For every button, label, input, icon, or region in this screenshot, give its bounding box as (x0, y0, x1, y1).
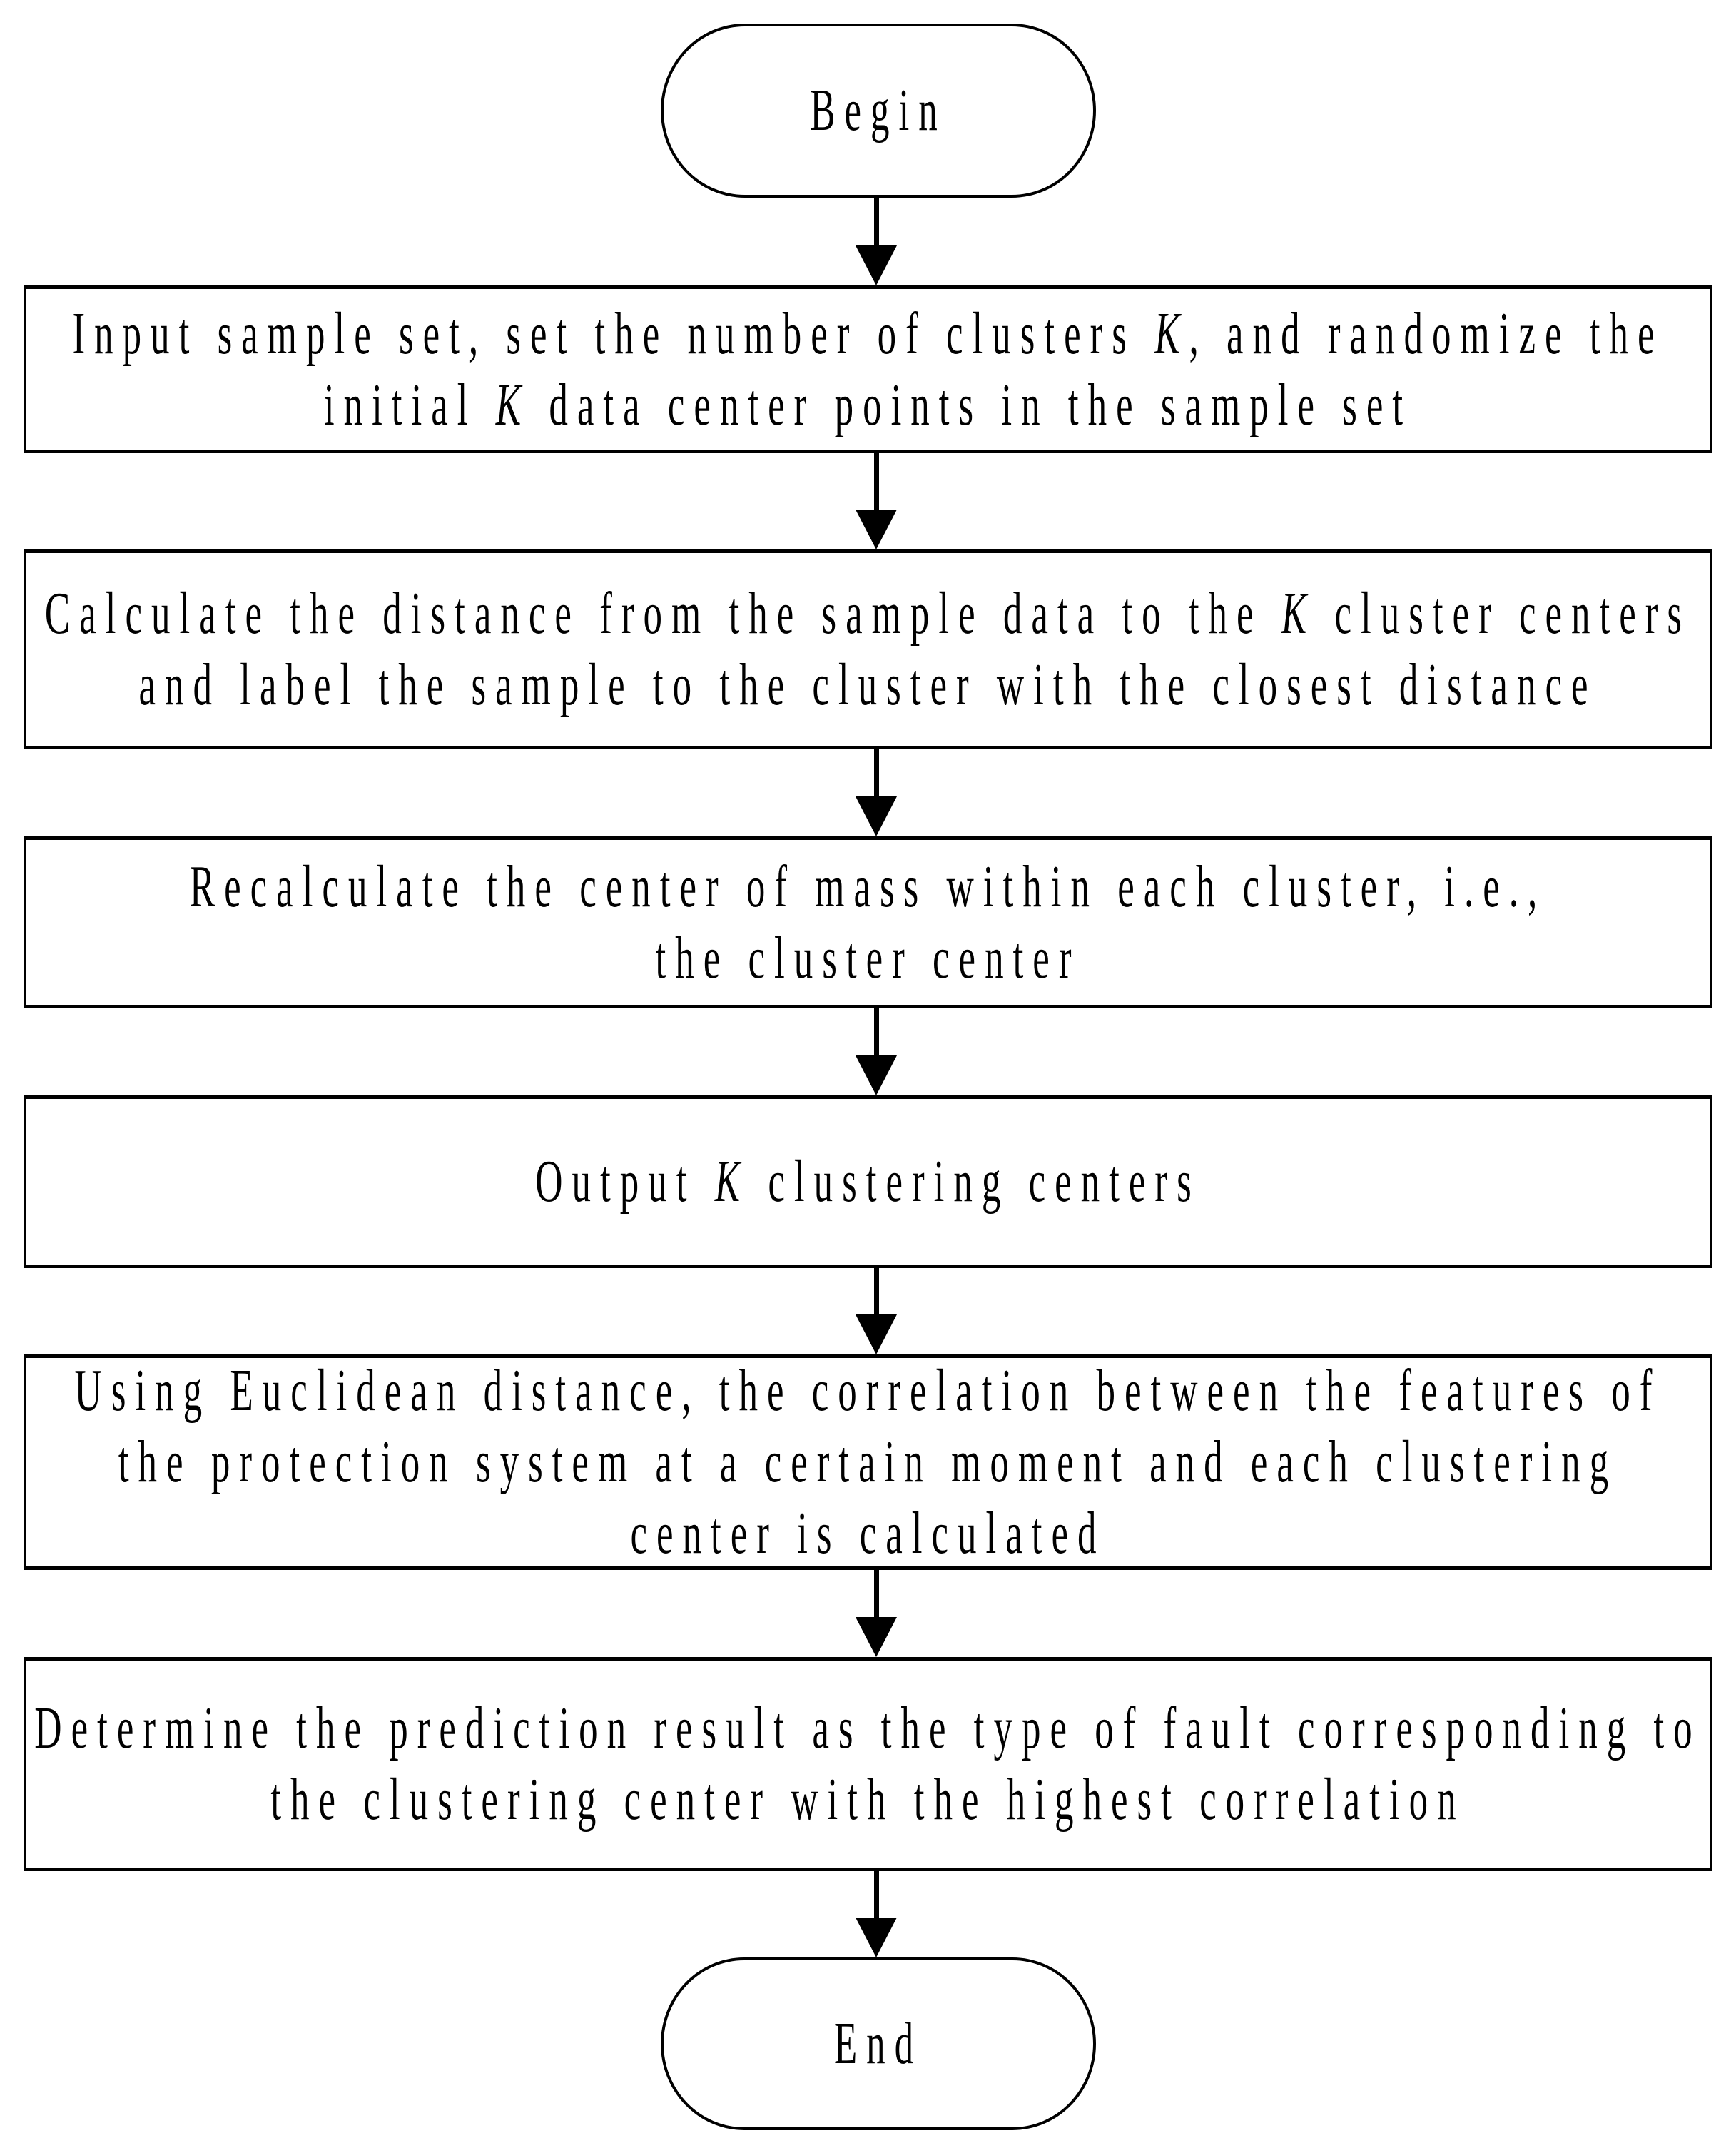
flow-text-line: the clustering center with the highest c… (270, 1767, 1466, 1833)
arrow-stem (873, 1570, 879, 1617)
flow-text-line: Using Euclidean distance, the correlatio… (74, 1358, 1662, 1424)
arrow-stem (873, 1008, 879, 1055)
flow-arrow-down (856, 198, 897, 285)
flow-arrow-down (856, 1008, 897, 1095)
flow-node-end-label: End (833, 2011, 923, 2077)
flow-node-begin-label: Begin (810, 78, 947, 143)
arrow-stem (873, 1871, 879, 1918)
flow-text-line: Output K clustering centers (535, 1149, 1201, 1215)
flow-text-line: the protection system at a certain momen… (118, 1429, 1618, 1495)
arrow-head-icon (856, 1055, 897, 1095)
arrow-head-icon (856, 1314, 897, 1354)
arrow-stem (873, 1268, 879, 1314)
arrow-head-icon (856, 245, 897, 285)
flow-arrow-down (856, 1268, 897, 1354)
flow-arrow-down (856, 1871, 897, 1957)
arrow-stem (873, 453, 879, 510)
flow-arrow-down (856, 1570, 897, 1657)
flow-text-line: the cluster center (655, 925, 1081, 991)
flow-text-line: Calculate the distance from the sample d… (44, 581, 1692, 647)
flow-text-line: Determine the prediction result as the t… (34, 1696, 1702, 1761)
flow-text-line: Recalculate the center of mass within ea… (189, 853, 1547, 920)
flow-arrow-down (856, 453, 897, 549)
flow-text-line: Input sample set, set the number of clus… (72, 300, 1664, 367)
flow-text-line: initial K data center points in the samp… (323, 372, 1413, 438)
flow-node-determine-prediction: Determine the prediction result as the t… (24, 1657, 1712, 1871)
flow-node-euclidean-correlation: Using Euclidean distance, the correlatio… (24, 1354, 1712, 1570)
flow-text-line: and label the sample to the cluster with… (138, 652, 1598, 718)
flow-node-recalculate-center: Recalculate the center of mass within ea… (24, 836, 1712, 1008)
arrow-stem (873, 749, 879, 796)
flow-node-input-sample-set: Input sample set, set the number of clus… (24, 285, 1712, 453)
arrow-head-icon (856, 510, 897, 549)
flow-node-begin: Begin (661, 24, 1096, 198)
flow-text-line: center is calculated (630, 1501, 1106, 1566)
arrow-stem (873, 198, 879, 245)
arrow-head-icon (856, 1918, 897, 1957)
arrow-head-icon (856, 1617, 897, 1657)
flow-node-end: End (661, 1957, 1096, 2130)
flow-node-output-centers: Output K clustering centers (24, 1095, 1712, 1268)
arrow-head-icon (856, 796, 897, 836)
flow-node-calculate-distance: Calculate the distance from the sample d… (24, 549, 1712, 749)
flow-arrow-down (856, 749, 897, 836)
